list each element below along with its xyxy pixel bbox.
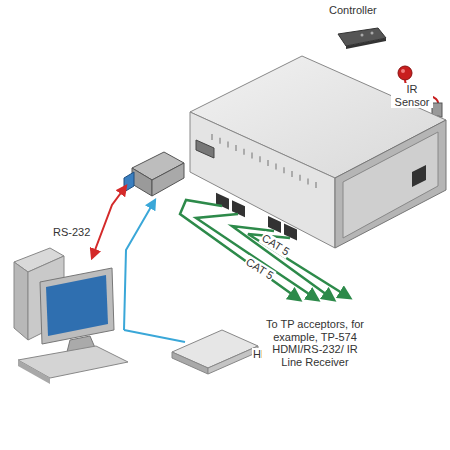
controller-label: Controller (328, 4, 378, 17)
computer (14, 248, 128, 384)
device-housing (190, 56, 446, 248)
hdmi-cable-to-player (124, 330, 185, 342)
receiver-note: To TP acceptors, for example, TP-574 HDM… (262, 318, 368, 369)
cat5-label: CAT 5 (243, 255, 277, 283)
remote-control (338, 28, 386, 49)
rs232-label: RS-232 (52, 226, 91, 239)
ventilation-slots (212, 134, 316, 188)
ir-sensor-label: IR Sensor (391, 83, 433, 108)
rj45-ports (216, 193, 297, 241)
cat5-cables (180, 200, 350, 300)
panel-db9 (196, 140, 214, 158)
rs232-cable (92, 186, 126, 258)
rs232-connector (124, 152, 184, 196)
hdmi-cable (124, 200, 155, 330)
hdmi-source (172, 330, 258, 374)
